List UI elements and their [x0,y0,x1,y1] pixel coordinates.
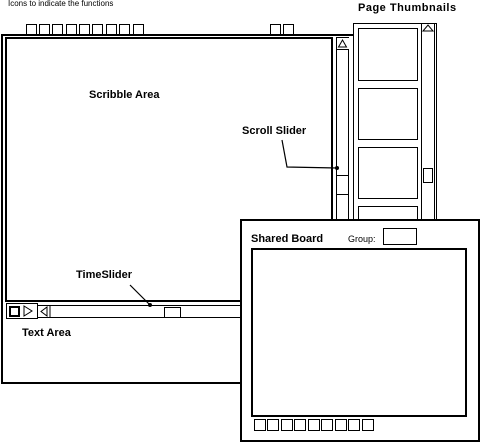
thumbnails-up-triangle-icon [421,24,435,32]
board-icon-3[interactable] [281,419,293,431]
scroll-slider-thumb[interactable] [337,175,348,195]
thumbnail-2[interactable] [358,88,418,140]
time-slider-label: TimeSlider [76,269,133,281]
icons-caption: Icons to indicate the functions [8,0,114,8]
group-label: Group: [348,234,376,244]
board-icon-8[interactable] [348,419,360,431]
board-icon-7[interactable] [335,419,347,431]
board-icon-6[interactable] [321,419,333,431]
time-slider-left-triangle-icon[interactable] [40,306,48,317]
shared-board-toolbar [254,419,376,433]
scroll-slider-pointer-dot [335,166,339,170]
board-icon-2[interactable] [267,419,279,431]
scroll-slider-pointer [281,139,338,169]
board-icon-9[interactable] [362,419,374,431]
thumbnail-3[interactable] [358,147,418,199]
shared-board-title: Shared Board [251,233,324,245]
time-slider-pointer [129,284,151,306]
group-field[interactable] [383,228,417,245]
board-icon-1[interactable] [254,419,266,431]
time-slider-thumb[interactable] [164,307,181,318]
scroll-up-triangle-icon [337,38,348,48]
text-area-icon[interactable] [9,306,20,317]
scribble-area-label: Scribble Area [89,89,160,101]
board-icon-4[interactable] [294,419,306,431]
thumbnail-1[interactable] [358,28,418,81]
text-area-label: Text Area [22,327,71,339]
thumbnails-scroll-thumb[interactable] [423,168,433,183]
page-thumbnails-label: Page Thumbnails [358,2,457,14]
board-icon-5[interactable] [308,419,320,431]
shared-board-canvas[interactable] [251,248,467,417]
time-slider-pointer-dot [148,303,152,307]
play-triangle-icon[interactable] [23,305,33,317]
scroll-slider-label: Scroll Slider [242,125,307,137]
